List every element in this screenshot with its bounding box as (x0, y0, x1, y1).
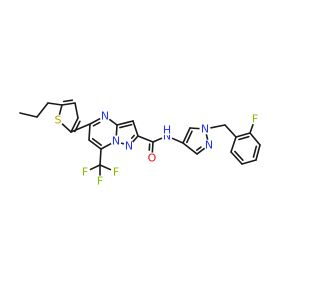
bond-line (47, 102, 63, 106)
bond-line (205, 133, 209, 141)
atom-f-label: F (249, 113, 261, 126)
atom-n-label: N (110, 135, 122, 148)
label-background (110, 135, 122, 147)
bond-line (235, 132, 251, 138)
label-background (203, 139, 215, 151)
bond-line (115, 124, 118, 137)
atom-symbol: H (163, 124, 171, 137)
atom-symbol: N (101, 110, 109, 123)
bond-line (241, 159, 257, 165)
label-background (79, 166, 91, 178)
bond-line (230, 136, 237, 153)
atom-n-label: N (99, 110, 111, 123)
atom-symbol: F (97, 175, 103, 188)
bond-line (70, 123, 91, 133)
atom-symbol: F (252, 113, 258, 126)
bond-line (91, 137, 102, 146)
bond-lines (19, 99, 261, 177)
bond-line (182, 142, 198, 155)
bond-line (209, 124, 226, 129)
atom-symbol: F (113, 166, 119, 179)
atom-symbol: N (201, 123, 209, 136)
bond-line (62, 99, 74, 103)
bond-line (132, 120, 139, 137)
bond-line (89, 117, 101, 125)
label-background (199, 123, 211, 135)
atom-symbol: N (163, 130, 171, 143)
bond-line (230, 151, 243, 165)
bond-line (58, 104, 63, 116)
label-background (249, 113, 261, 125)
bond-line (61, 102, 76, 106)
bond-line (151, 141, 154, 154)
bond-line (19, 112, 38, 118)
bond-line (99, 164, 112, 171)
bond-line (119, 123, 133, 129)
bond-line (249, 132, 261, 146)
label-background (99, 110, 111, 122)
bond-line (249, 123, 254, 134)
bond-line (130, 134, 135, 139)
bond-line (74, 102, 79, 119)
label-background (52, 114, 64, 126)
atom-n-label: N (203, 139, 215, 152)
bond-line (116, 120, 134, 126)
atom-symbol: S (55, 114, 62, 127)
bond-line (88, 123, 91, 141)
atom-o-label: O (146, 152, 158, 165)
atom-f-label: F (94, 175, 106, 188)
bond-line (238, 135, 250, 141)
atom-n-label: H (161, 124, 173, 137)
label-background (94, 175, 106, 187)
bond-line (152, 137, 163, 143)
bond-line (234, 150, 244, 162)
bond-line (99, 148, 102, 166)
bond-line (70, 117, 79, 133)
bond-line (137, 135, 154, 143)
atom-symbol: N (125, 140, 133, 153)
bond-line (131, 135, 139, 143)
label-background (146, 152, 158, 164)
atom-n-label: N (199, 123, 211, 136)
atom-n-label: N (123, 140, 135, 153)
atom-f-label: F (110, 166, 122, 179)
label-background (110, 166, 122, 178)
bond-line (36, 102, 49, 118)
bond-line (186, 130, 193, 144)
bond-line (120, 142, 125, 145)
atom-symbol: O (148, 152, 157, 165)
bond-line (171, 137, 184, 144)
bond-line (196, 146, 202, 151)
label-background (123, 140, 135, 152)
bond-line (108, 118, 118, 126)
bond-line (92, 121, 101, 127)
bond-line (61, 122, 72, 133)
bond-line (255, 144, 261, 161)
label-background (161, 124, 173, 136)
bond-line (196, 147, 206, 155)
bond-line (100, 142, 112, 150)
bond-line (189, 127, 201, 130)
bond-line (252, 145, 258, 158)
bond-line (88, 139, 102, 150)
atom-symbol: F (82, 166, 88, 179)
atom-s-label: S (52, 114, 64, 127)
bond-line (224, 124, 237, 138)
atom-f-label: F (79, 166, 91, 179)
atom-symbol: N (205, 139, 213, 152)
atom-symbol: N (112, 135, 120, 148)
bond-line (89, 164, 101, 171)
bond-line (182, 127, 191, 144)
